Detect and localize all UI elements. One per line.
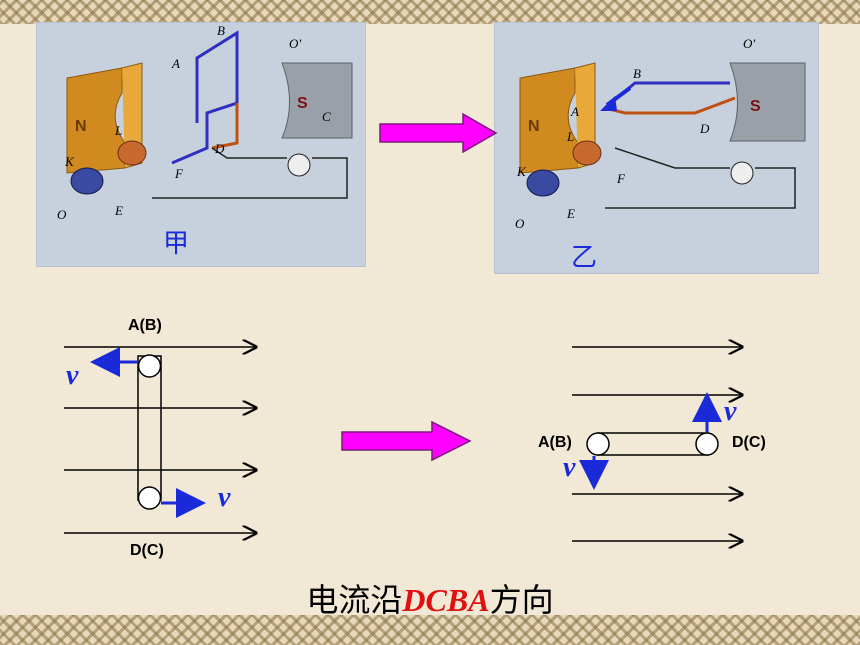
generator-illustration-yi: N S O' B A D L K F O E: [515, 36, 806, 231]
label-o: O: [57, 207, 67, 222]
label-o-prime: O': [743, 36, 755, 51]
label-o: O: [515, 216, 525, 231]
generator-photo-yi: N S O' B A D L K F O E 乙: [494, 22, 819, 274]
label-b: B: [217, 23, 225, 38]
label-ab-top: A(B): [128, 317, 162, 334]
panel-caption-jia: 甲: [163, 229, 190, 259]
label-l: L: [114, 123, 122, 138]
conductor-left: [586, 432, 610, 456]
label-dc-bottom: D(C): [130, 542, 164, 559]
label-l: L: [566, 129, 574, 144]
velocity-label-bottom: v: [218, 482, 231, 513]
label-k: K: [516, 164, 527, 179]
conductor-top: [137, 354, 162, 378]
magnet-n-letter: N: [528, 118, 540, 135]
conductor-bottom: [137, 486, 162, 510]
caption-highlight: DCBA: [402, 582, 490, 618]
velocity-label-up: v: [724, 396, 737, 427]
label-ab-left: A(B): [538, 434, 572, 451]
label-d: D: [214, 141, 225, 156]
label-c: C: [322, 109, 331, 124]
top-border: [0, 0, 860, 24]
panel-caption-yi: 乙: [571, 243, 598, 273]
label-dc-right: D(C): [732, 434, 766, 451]
transition-arrow-bottom: [341, 420, 472, 462]
magnet-n-letter: N: [75, 118, 87, 135]
coil-horizontal: [597, 432, 709, 456]
generator-illustration-jia: N S B O' A C L D K F O E: [57, 23, 353, 222]
caption-suffix: 方向: [489, 582, 554, 618]
current-direction-caption: 电流沿DCBA方向: [0, 575, 860, 621]
magnet-s-letter: S: [750, 98, 761, 115]
label-f: F: [174, 166, 184, 181]
label-a: A: [171, 56, 180, 71]
magnet-s-letter: S: [297, 95, 308, 112]
velocity-label-top: v: [66, 360, 79, 391]
label-o-prime: O': [289, 36, 301, 51]
label-d: D: [699, 121, 710, 136]
conductor-right: [695, 432, 719, 456]
label-b: B: [633, 66, 641, 81]
label-f: F: [616, 171, 626, 186]
transition-arrow-top: [379, 112, 498, 154]
label-e: E: [114, 203, 123, 218]
bottom-border: [0, 615, 860, 645]
generator-photo-jia: N S B O' A C L D K F O E 甲: [36, 22, 366, 267]
label-a: A: [570, 104, 579, 119]
caption-prefix: 电流沿: [306, 582, 403, 618]
label-k: K: [64, 154, 75, 169]
velocity-label-down: v: [563, 452, 576, 483]
label-e: E: [566, 206, 575, 221]
